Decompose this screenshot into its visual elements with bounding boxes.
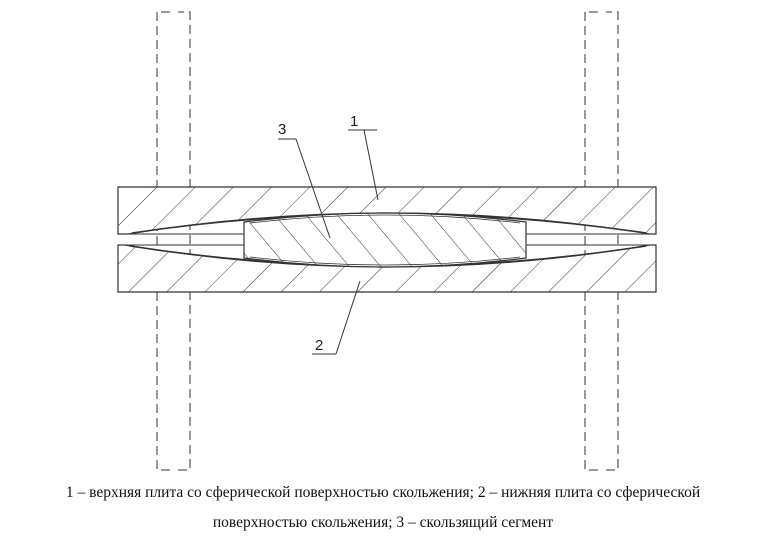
right-dashed-column bbox=[584, 11, 619, 471]
label-segment: 3 bbox=[278, 121, 286, 138]
label-lower-plate: 2 bbox=[315, 337, 323, 354]
caption-line-2: поверхностью скольжения; 3 – скользящий … bbox=[212, 514, 554, 531]
label-upper-plate: 1 bbox=[350, 113, 358, 130]
left-dashed-column bbox=[156, 11, 191, 471]
caption-line-1: 1 – верхняя плита со сферической поверхн… bbox=[65, 484, 701, 501]
